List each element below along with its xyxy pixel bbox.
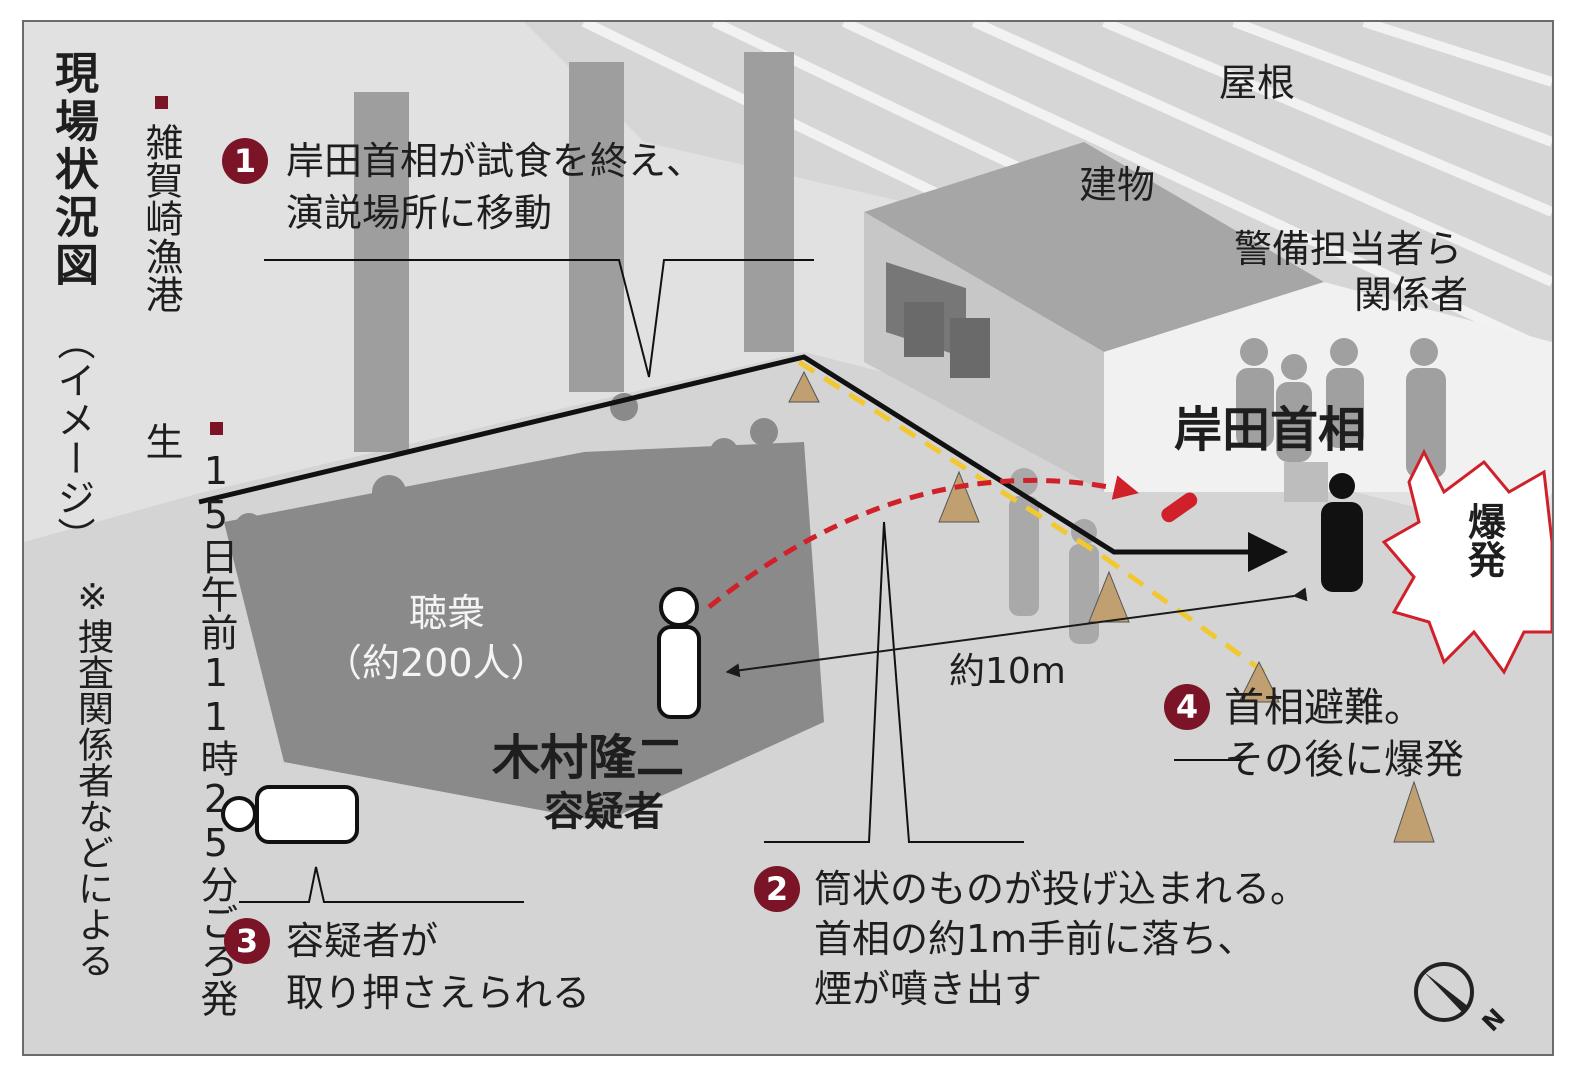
related-label: 関係者 <box>1354 273 1469 317</box>
time-text: 15日午前11時25分ごろ発生 <box>139 422 238 1017</box>
explosion-label: 爆発 <box>1461 502 1506 578</box>
crowd-silhouettes <box>224 393 824 822</box>
step-2-text-line-3: 煙が噴き出す <box>814 967 1043 1011</box>
compass-icon <box>1414 962 1474 1022</box>
source-note: ※捜査関係者などによる <box>72 577 113 978</box>
diagram-frame: 現場状況図 （イメージ） ※捜査関係者などによる 雑賀崎漁港 15日午前11時2… <box>22 20 1554 1056</box>
step-3-badge: 3 <box>224 918 270 964</box>
step-1-text-line-1: 岸田首相が試食を終え、 <box>286 139 705 183</box>
explosion-burst <box>1381 448 1552 675</box>
step-3-text-line-1: 容疑者が <box>286 919 439 963</box>
roof-label: 屋根 <box>1219 61 1296 105</box>
step-4-text-line-1: 首相避難。 <box>1224 685 1424 731</box>
time-label: 15日午前11時25分ごろ発生 <box>134 422 244 1054</box>
page-title: 現場状況図 <box>47 50 98 290</box>
location-label: 雑賀崎漁港 <box>134 96 189 313</box>
step-2-text-line-2: 首相の約1m手前に落ち、 <box>814 917 1256 961</box>
page-subtitle: （イメージ） <box>51 322 95 556</box>
security-label: 警備担当者ら <box>1234 227 1463 271</box>
suspect-figure <box>657 587 701 719</box>
security-staff <box>1236 338 1446 502</box>
pm-route <box>198 354 1288 572</box>
suspect-title-label: 容疑者 <box>544 789 664 835</box>
crowd-label: 聴衆 <box>409 591 486 635</box>
scene-illustration <box>24 22 1552 1054</box>
distance-label: 約10m <box>949 651 1066 692</box>
suspect-name-label: 木村隆二 <box>492 730 685 786</box>
step-1-text-line-2: 演説場所に移動 <box>286 191 553 235</box>
distance-arrow <box>725 587 1308 678</box>
step-3-text-line-2: 取り押さえられる <box>286 971 591 1015</box>
building-label: 建物 <box>1079 163 1156 207</box>
step-4-text-line-2: その後に爆発 <box>1224 737 1464 783</box>
location-text: 雑賀崎漁港 <box>139 123 183 313</box>
thrown-object <box>1161 492 1198 523</box>
step-4-badge: 4 <box>1164 684 1210 730</box>
suspect-restrained-figure <box>221 785 359 844</box>
step-2-badge: 2 <box>754 866 800 912</box>
step-1-badge: 1 <box>222 138 268 184</box>
crowd-count-label: （約200人） <box>324 641 549 685</box>
throw-trajectory <box>707 475 1139 609</box>
pm-figure <box>1321 473 1363 592</box>
step-2-text-line-1: 筒状のものが投げ込まれる。 <box>814 867 1309 911</box>
pm-label: 岸田首相 <box>1174 402 1367 458</box>
callout-leaders <box>239 259 1242 903</box>
